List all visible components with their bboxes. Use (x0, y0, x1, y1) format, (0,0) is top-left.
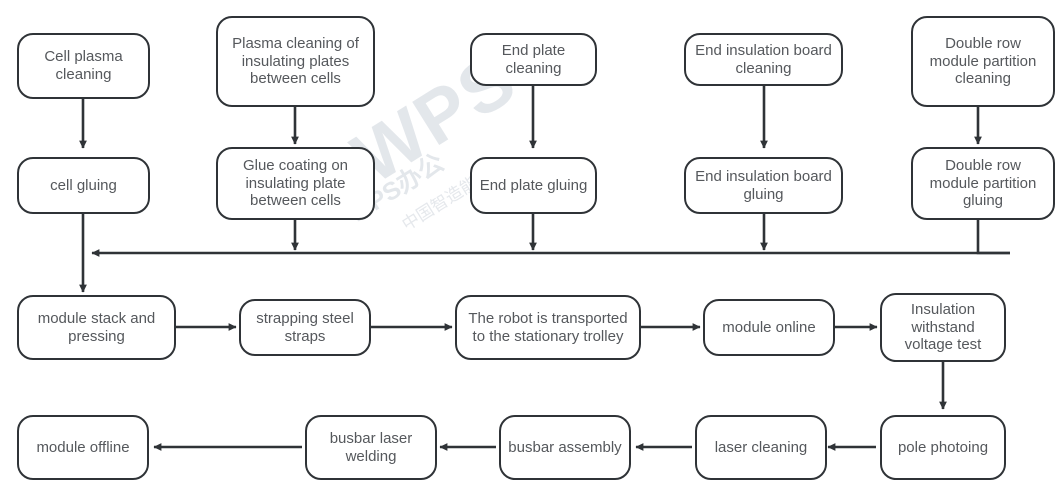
node-end-insulation-board-gluing[interactable]: End insulation board gluing (684, 157, 843, 214)
node-module-online[interactable]: module online (703, 299, 835, 356)
node-cell-gluing[interactable]: cell gluing (17, 157, 150, 214)
node-double-row-module-partition-gluing[interactable]: Double row module partition gluing (911, 147, 1055, 220)
node-strapping-steel-straps[interactable]: strapping steel straps (239, 299, 371, 356)
node-module-online-label: module online (722, 318, 816, 336)
node-end-insulation-board-gluing-label: End insulation board gluing (695, 167, 832, 203)
node-busbar-assembly[interactable]: busbar assembly (499, 415, 631, 480)
node-module-offline-label: module offline (36, 438, 130, 456)
node-plasma-cleaning-insulating-plates-label: Plasma cleaning of insulating plates bet… (232, 34, 359, 88)
node-busbar-assembly-label: busbar assembly (508, 438, 622, 456)
node-end-insulation-board-cleaning[interactable]: End insulation board cleaning (684, 33, 843, 86)
node-module-offline[interactable]: module offline (17, 415, 149, 480)
node-cell-plasma-cleaning[interactable]: Cell plasma cleaning (17, 33, 150, 99)
node-glue-coating-insulating-plate-label: Glue coating on insulating plate between… (242, 156, 349, 210)
node-insulation-withstand-voltage-test[interactable]: Insulation withstand voltage test (880, 293, 1006, 362)
node-module-stack-and-pressing-label: module stack and pressing (37, 309, 156, 345)
node-insulation-withstand-voltage-test-label: Insulation withstand voltage test (904, 300, 982, 354)
node-cell-gluing-label: cell gluing (50, 176, 117, 194)
node-end-plate-cleaning-label: End plate cleaning (501, 41, 566, 77)
node-strapping-steel-straps-label: strapping steel straps (256, 309, 354, 345)
node-double-row-module-partition-cleaning[interactable]: Double row module partition cleaning (911, 16, 1055, 107)
node-robot-transported-stationary-trolley[interactable]: The robot is transported to the stationa… (455, 295, 641, 360)
node-laser-cleaning-label: laser cleaning (714, 438, 808, 456)
node-plasma-cleaning-insulating-plates[interactable]: Plasma cleaning of insulating plates bet… (216, 16, 375, 107)
node-end-plate-gluing-label: End plate gluing (479, 176, 588, 194)
node-double-row-module-partition-gluing-label: Double row module partition gluing (929, 156, 1037, 210)
node-busbar-laser-welding-label: busbar laser welding (329, 429, 413, 465)
node-busbar-laser-welding[interactable]: busbar laser welding (305, 415, 437, 480)
node-cell-plasma-cleaning-label: Cell plasma cleaning (44, 48, 123, 83)
node-robot-transported-stationary-trolley-label: The robot is transported to the stationa… (468, 309, 628, 345)
node-end-plate-gluing[interactable]: End plate gluing (470, 157, 597, 214)
node-end-plate-cleaning[interactable]: End plate cleaning (470, 33, 597, 86)
edge-doublerowgluing-to-bus (976, 220, 1010, 255)
node-double-row-module-partition-cleaning-label: Double row module partition cleaning (929, 34, 1037, 88)
node-pole-photoing-label: pole photoing (897, 438, 989, 456)
node-pole-photoing[interactable]: pole photoing (880, 415, 1006, 480)
node-laser-cleaning[interactable]: laser cleaning (695, 415, 827, 480)
node-glue-coating-insulating-plate[interactable]: Glue coating on insulating plate between… (216, 147, 375, 220)
node-end-insulation-board-cleaning-label: End insulation board cleaning (695, 41, 832, 77)
node-module-stack-and-pressing[interactable]: module stack and pressing (17, 295, 176, 360)
